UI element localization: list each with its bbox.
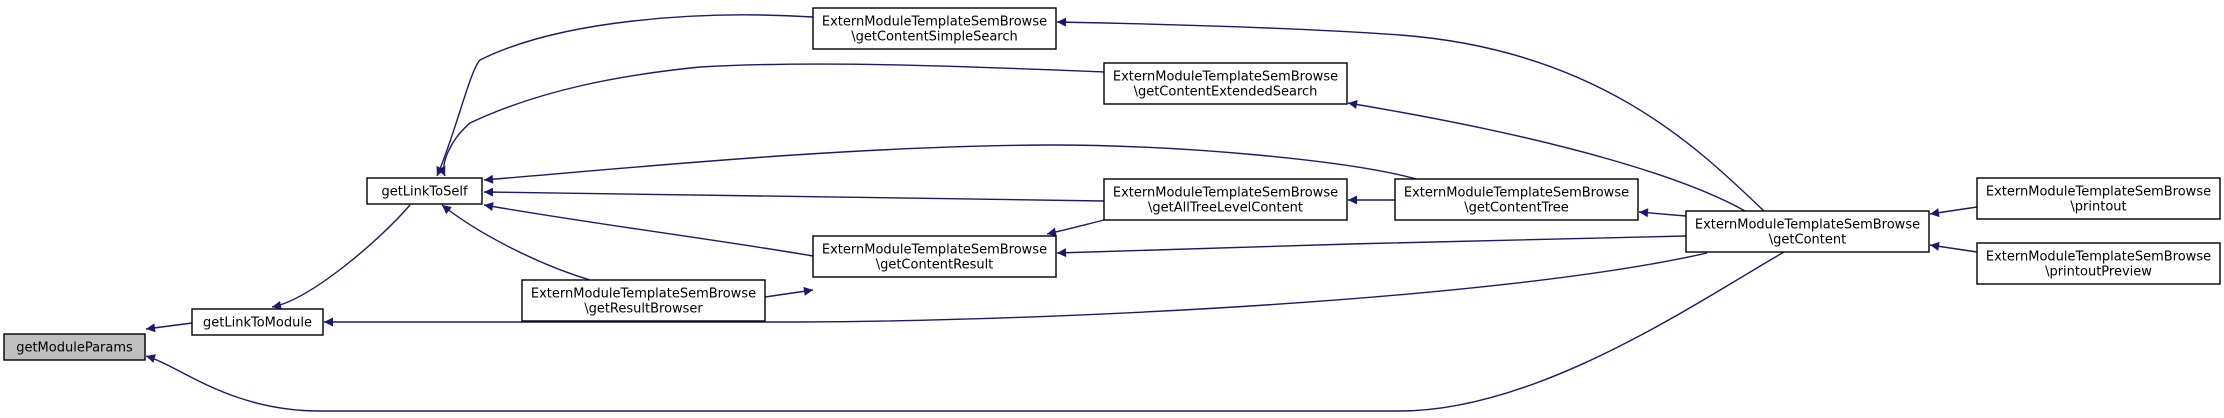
node-label-line: ExternModuleTemplateSemBrowse (1986, 250, 2211, 265)
node-label-line: getModuleParams (16, 341, 133, 356)
edge-getContent-to-contentTree (1638, 208, 1687, 218)
node-label-line: \getContentTree (1464, 201, 1569, 216)
edge-line (1929, 241, 1978, 253)
node-label-line: ExternModuleTemplateSemBrowse (1113, 186, 1338, 201)
node-label-line: ExternModuleTemplateSemBrowse (531, 287, 756, 302)
node-label-line: \getContent (1769, 233, 1846, 248)
edge-getContent-to-extendedSearch (1347, 100, 1746, 212)
edge-layer (145, 14, 1978, 412)
node-label-line: ExternModuleTemplateSemBrowse (822, 15, 1047, 30)
edge-line (483, 202, 814, 257)
node-printout[interactable]: ExternModuleTemplateSemBrowse\printout (1976, 177, 2221, 220)
edge-contentTree-to-getLinkToSelf (483, 144, 1421, 184)
edge-line (145, 322, 193, 333)
edge-getLinkToSelf-to-getLinkToModule (271, 204, 411, 310)
edge-line (1347, 100, 1746, 212)
edge-getContent-to-getModuleParams (145, 251, 1785, 412)
node-box (366, 177, 483, 205)
node-box (521, 279, 766, 322)
edge-line (1056, 235, 1687, 258)
node-getLinkToSelf[interactable]: getLinkToSelf (366, 177, 483, 205)
node-label-line: \getContentResult (876, 258, 994, 273)
edge-line (764, 286, 814, 298)
node-box (1394, 178, 1639, 221)
node-label-line: \getAllTreeLevelContent (1148, 201, 1303, 216)
edge-allTreeLevel-to-getLinkToSelf (483, 187, 1105, 202)
edge-simpleSearch-to-getLinkToSelf (436, 14, 814, 177)
edge-line (436, 14, 814, 177)
node-box (812, 235, 1057, 278)
edge-printoutPreview-to-getContent (1929, 241, 1978, 253)
node-label-line: ExternModuleTemplateSemBrowse (1404, 186, 1629, 201)
node-label-line: \printout (2070, 200, 2126, 215)
node-getModuleParams[interactable]: getModuleParams (3, 333, 146, 361)
edge-line (437, 63, 1105, 177)
node-getContent[interactable]: ExternModuleTemplateSemBrowse\getContent (1685, 210, 1930, 253)
node-label-line: ExternModuleTemplateSemBrowse (822, 243, 1047, 258)
node-box (1976, 242, 2221, 285)
node-box (3, 333, 146, 361)
node-label-line: ExternModuleTemplateSemBrowse (1113, 70, 1338, 85)
node-label-line: \getContentExtendedSearch (1134, 85, 1318, 100)
edge-allTreeLevel-to-contentResult (1046, 219, 1105, 237)
edge-resultBrowser-to-getLinkToSelf (441, 204, 591, 281)
node-allTreeLevel[interactable]: ExternModuleTemplateSemBrowse\getAllTree… (1103, 178, 1348, 221)
edge-resultBrowser-to-contentResult (764, 286, 814, 298)
node-box (1976, 177, 2221, 220)
node-label-line: \getResultBrowser (584, 302, 703, 317)
node-box (191, 308, 324, 336)
node-box (1685, 210, 1930, 253)
node-label-line: \getContentSimpleSearch (851, 30, 1017, 45)
node-label-line: getLinkToSelf (381, 185, 468, 200)
node-box (1103, 178, 1348, 221)
edge-line (483, 187, 1105, 202)
node-resultBrowser[interactable]: ExternModuleTemplateSemBrowse\getResultB… (521, 279, 766, 322)
node-extendedSearch[interactable]: ExternModuleTemplateSemBrowse\getContent… (1103, 62, 1348, 105)
edge-getContent-to-getLinkToModule (324, 252, 1708, 327)
edge-line (483, 144, 1421, 184)
node-contentResult[interactable]: ExternModuleTemplateSemBrowse\getContent… (812, 235, 1057, 278)
node-label-line: \printoutPreview (2045, 265, 2152, 280)
edge-line (1638, 208, 1687, 218)
edge-getContent-to-contentResult (1056, 235, 1687, 258)
edge-line (145, 251, 1785, 412)
node-getLinkToModule[interactable]: getLinkToModule (191, 308, 324, 336)
edge-line (1056, 17, 1766, 213)
edge-extendedSearch-to-getLinkToSelf (437, 63, 1105, 177)
edge-line (271, 204, 411, 310)
node-contentTree[interactable]: ExternModuleTemplateSemBrowse\getContent… (1394, 178, 1639, 221)
node-simpleSearch[interactable]: ExternModuleTemplateSemBrowse\getContent… (812, 7, 1057, 50)
node-label-line: ExternModuleTemplateSemBrowse (1695, 218, 1920, 233)
edge-printout-to-getContent (1929, 206, 1978, 218)
edge-contentResult-to-getLinkToSelf (483, 202, 814, 257)
edge-line (441, 204, 591, 281)
edge-line (1929, 206, 1978, 218)
node-box (812, 7, 1057, 50)
node-label-line: getLinkToModule (203, 316, 312, 331)
edge-line (324, 252, 1708, 327)
edge-line (1046, 219, 1105, 237)
node-layer: getModuleParams getLinkToModule getLinkToS… (3, 7, 2221, 361)
node-box (1103, 62, 1348, 105)
edge-getLinkToModule-to-getModuleParams (145, 322, 193, 333)
edge-getContent-to-simpleSearch (1056, 17, 1766, 213)
node-printoutPreview[interactable]: ExternModuleTemplateSemBrowse\printoutPr… (1976, 242, 2221, 285)
node-label-line: ExternModuleTemplateSemBrowse (1986, 185, 2211, 200)
